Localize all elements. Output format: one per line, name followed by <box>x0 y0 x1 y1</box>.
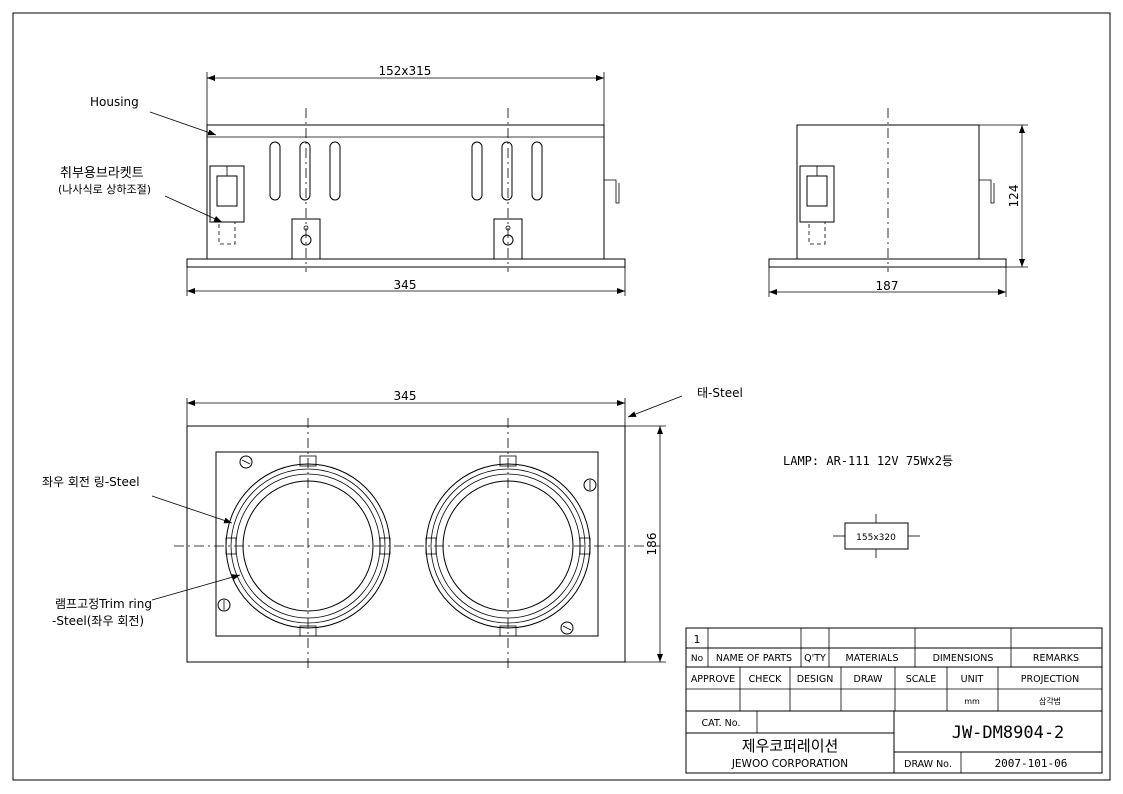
inner-frame <box>215 451 599 637</box>
side-base-plate <box>768 258 1007 268</box>
label-housing: Housing <box>90 95 139 109</box>
label-unit: UNIT <box>961 674 984 685</box>
label-scale: SCALE <box>906 674 936 685</box>
label-projection: PROJECTION <box>1021 674 1079 685</box>
cutout-size: 155x320 <box>856 533 896 543</box>
lamp-spec: LAMP: AR-111 12V 75Wx2등 <box>783 454 953 468</box>
company-name-kr: 제우코퍼레이션 <box>742 737 839 755</box>
dim-top-width: 152x315 <box>379 64 432 78</box>
title-block: 1 No NAME OF PARTS Q'TY MATERIALS DIMENS… <box>685 627 1103 774</box>
draw-no-value: 2007-101-06 <box>995 757 1068 770</box>
dim-side-height: 124 <box>1007 185 1021 208</box>
trim-frame <box>186 425 626 663</box>
cutout-callout: 155x320 <box>833 514 920 558</box>
dim-plan-height: 186 <box>645 533 659 556</box>
label-approve: APPROVE <box>691 674 735 685</box>
label-trim-ring: 램프고정Trim ring <box>55 597 152 611</box>
header-remarks: REMARKS <box>1033 653 1079 664</box>
company-name-en: JEWOO CORPORATION <box>731 758 848 770</box>
label-bracket: 취부용브라켓트 <box>60 166 144 181</box>
drawing-code: JW-DM8904-2 <box>952 723 1065 743</box>
item-number: 1 <box>694 633 701 646</box>
header-qty: Q'TY <box>804 653 826 664</box>
label-trim-ring-note: -Steel(좌우 회전) <box>52 614 144 628</box>
plan-view: 345 <box>42 386 743 670</box>
projection-value: 삼각법 <box>1039 696 1061 706</box>
header-dimensions: DIMENSIONS <box>933 653 994 664</box>
label-check: CHECK <box>749 674 782 685</box>
screw-icon <box>217 455 597 635</box>
label-bracket-note: (나사식로 상하조절) <box>58 182 151 196</box>
housing-body <box>206 124 605 260</box>
header-materials: MATERIALS <box>846 653 899 664</box>
side-view: 124 187 <box>768 108 1028 297</box>
dim-side-base: 187 <box>876 279 899 293</box>
dim-top-base: 345 <box>394 278 417 292</box>
unit-value: mm <box>964 697 980 706</box>
sheet-border <box>12 12 1111 781</box>
header-name-of-parts: NAME OF PARTS <box>716 653 792 664</box>
base-plate <box>186 258 626 268</box>
label-frame: 태-Steel <box>697 386 743 400</box>
label-rotate-ring: 좌우 회전 링-Steel <box>42 475 140 489</box>
dim-plan-width: 345 <box>394 389 417 403</box>
label-cat-no: CAT. No. <box>702 718 741 729</box>
header-no: No <box>691 654 704 664</box>
label-draw: DRAW <box>854 674 884 685</box>
label-draw-no: DRAW No. <box>904 759 952 770</box>
label-design: DESIGN <box>797 674 834 685</box>
front-view: 152x315 345 <box>58 64 626 296</box>
